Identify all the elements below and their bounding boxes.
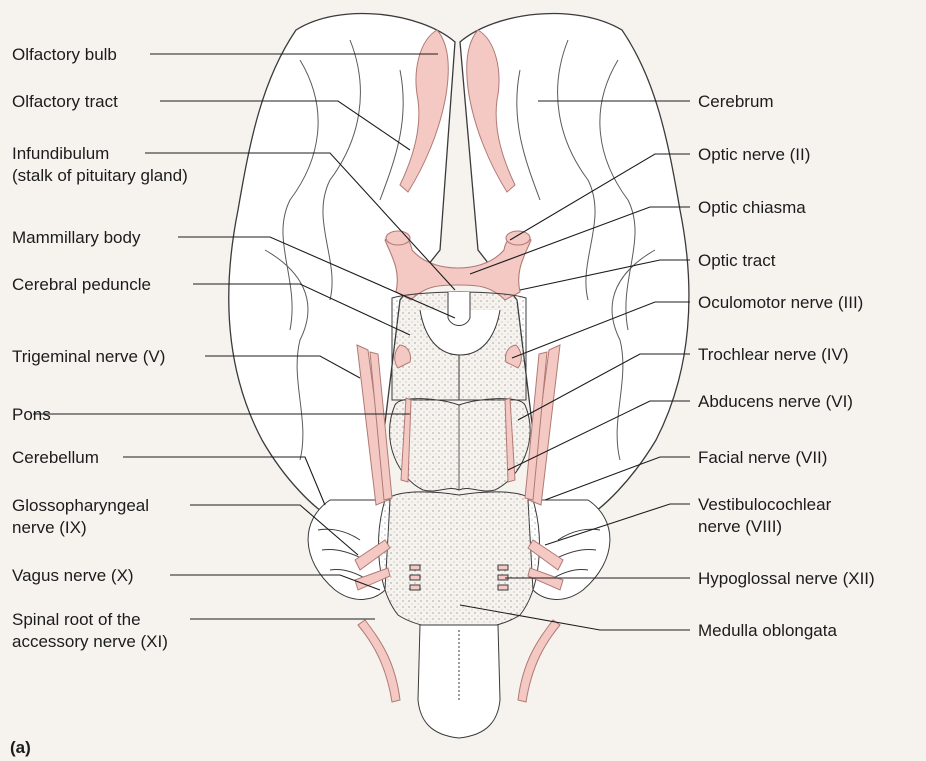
label-vestibulocochlear: Vestibulocochlear [698, 494, 831, 515]
label-pons: Pons [12, 404, 51, 425]
label-abducens-nerve: Abducens nerve (VI) [698, 391, 853, 412]
midbrain [392, 292, 526, 400]
label-optic-nerve: Optic nerve (II) [698, 144, 810, 165]
optic-structures [385, 231, 531, 300]
label-olfactory-tract: Olfactory tract [12, 91, 118, 112]
label-vestibulocochlear-nerve: nerve (VIII) [698, 516, 782, 537]
label-cerebral-peduncle: Cerebral peduncle [12, 274, 151, 295]
label-glossopharyngeal-nerve: nerve (IX) [12, 517, 87, 538]
label-cerebrum: Cerebrum [698, 91, 774, 112]
label-optic-chiasma: Optic chiasma [698, 197, 806, 218]
label-glossopharyngeal: Glossopharyngeal [12, 495, 149, 516]
label-vagus-nerve: Vagus nerve (X) [12, 565, 134, 586]
label-spinal-root: Spinal root of the [12, 609, 141, 630]
label-medulla-oblongata: Medulla oblongata [698, 620, 837, 641]
panel-label: (a) [10, 738, 31, 758]
label-trigeminal-nerve: Trigeminal nerve (V) [12, 346, 165, 367]
label-olfactory-bulb: Olfactory bulb [12, 44, 117, 65]
label-facial-nerve: Facial nerve (VII) [698, 447, 827, 468]
label-oculomotor-nerve: Oculomotor nerve (III) [698, 292, 863, 313]
label-infundibulum-note: (stalk of pituitary gland) [12, 165, 188, 186]
label-optic-tract: Optic tract [698, 250, 775, 271]
spinal-cord [418, 625, 500, 738]
label-accessory-nerve: accessory nerve (XI) [12, 631, 168, 652]
medulla-oblongata [379, 492, 540, 630]
label-trochlear-nerve: Trochlear nerve (IV) [698, 344, 849, 365]
label-cerebellum: Cerebellum [12, 447, 99, 468]
label-hypoglossal-nerve: Hypoglossal nerve (XII) [698, 568, 875, 589]
label-infundibulum: Infundibulum [12, 143, 109, 164]
label-mammillary-body: Mammillary body [12, 227, 140, 248]
